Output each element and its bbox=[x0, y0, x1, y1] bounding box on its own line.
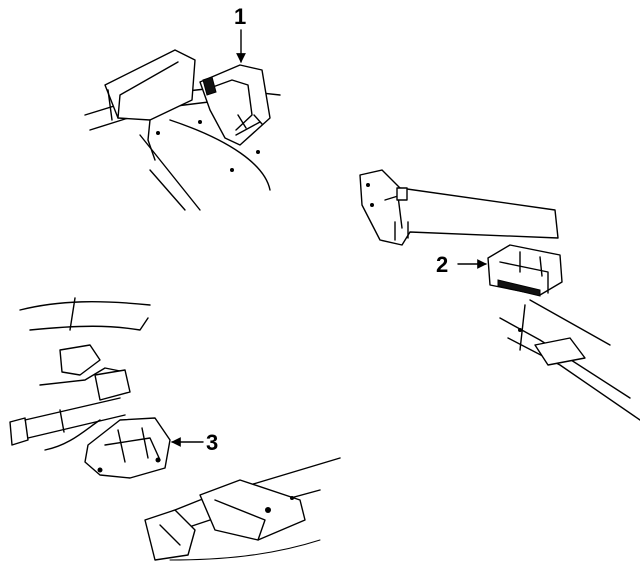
callout-2-label: 2 bbox=[436, 252, 448, 277]
engine-mount-1[interactable] bbox=[199, 64, 271, 146]
callout-2: 2 bbox=[436, 252, 487, 277]
callout-3-label: 3 bbox=[206, 430, 218, 455]
engine-mount-3[interactable] bbox=[84, 417, 171, 479]
callout-1-label: 1 bbox=[234, 4, 246, 29]
assembly-engine-mount-front-left bbox=[84, 49, 281, 211]
assembly-engine-mount-left bbox=[9, 297, 341, 561]
callout-1: 1 bbox=[234, 4, 246, 63]
callout-3: 3 bbox=[171, 430, 218, 455]
assembly-engine-mount-right bbox=[359, 169, 640, 421]
engine-mount-2[interactable] bbox=[487, 244, 563, 297]
